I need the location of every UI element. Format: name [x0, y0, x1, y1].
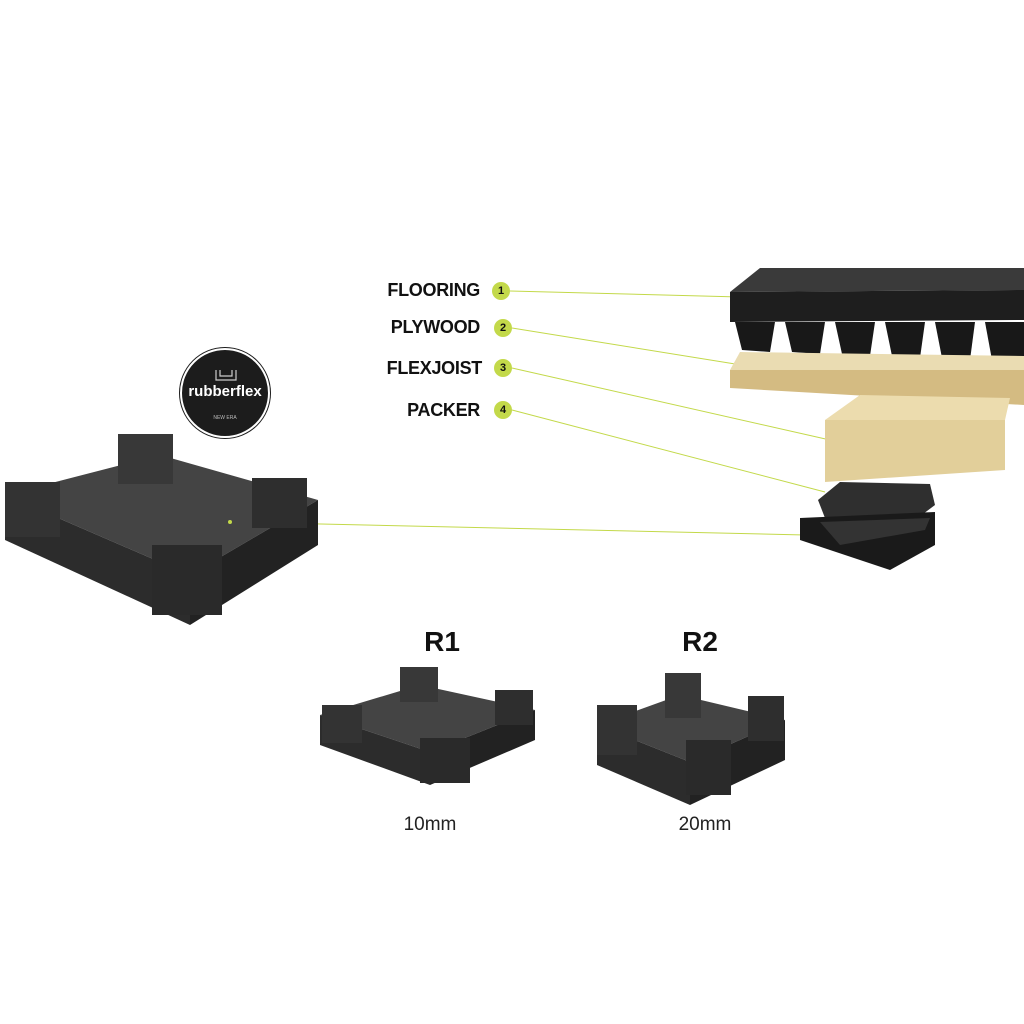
variant-r2-thickness: 20mm [678, 814, 732, 835]
label-flooring: FLOORING [387, 280, 480, 300]
r2-packer-illustration [597, 673, 785, 805]
flooring-layer [730, 268, 1024, 362]
label-flexjoist: FLEXJOIST [386, 358, 483, 378]
flexjoist-layer [825, 395, 1010, 482]
leader-line-flexjoist [511, 367, 831, 441]
logo-packer-icon [215, 370, 237, 381]
leader-line-packer [511, 409, 826, 493]
rubberflex-logo: rubberflex NEW ERA [180, 348, 270, 438]
leader-line-big-packer [229, 521, 806, 536]
badge-plywood: 2 [494, 319, 512, 337]
r1-packer-illustration [320, 667, 535, 785]
label-packer: PACKER [407, 400, 480, 420]
big-packer-illustration [5, 434, 318, 625]
variant-r1-thickness: 10mm [403, 814, 457, 835]
label-plywood: PLYWOOD [390, 317, 481, 337]
badge-flooring: 1 [492, 282, 510, 300]
big-packer-dot [228, 520, 232, 524]
variant-r1-title: R1 [424, 626, 460, 657]
packer-layer [800, 482, 935, 570]
badge-packer: 4 [494, 401, 512, 419]
badge-flexjoist: 3 [494, 359, 512, 377]
variant-r2-title: R2 [682, 626, 718, 657]
logo-brand-name: rubberflex [188, 383, 262, 400]
leader-line-flooring [509, 290, 741, 298]
leader-line-plywood [511, 327, 761, 369]
logo-tagline: NEW ERA [213, 415, 237, 421]
plywood-layer [730, 352, 1024, 405]
leader-lines [229, 290, 831, 536]
